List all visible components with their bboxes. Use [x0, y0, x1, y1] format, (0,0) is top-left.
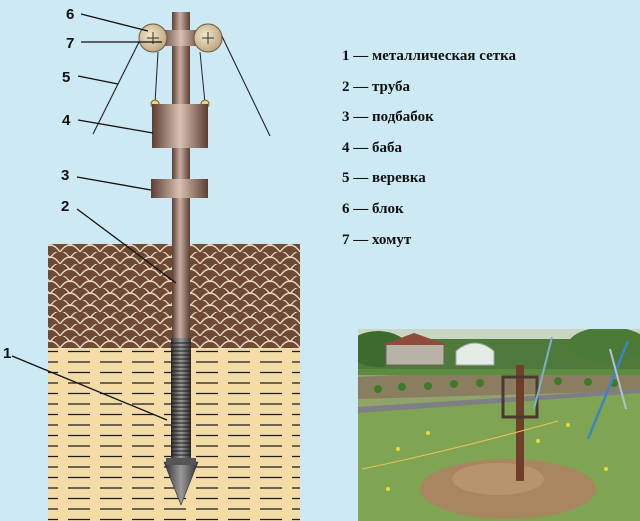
anvil-collar	[151, 179, 208, 198]
leader-6	[80, 13, 149, 32]
mesh-filter-rings	[171, 342, 191, 460]
label-7: 7	[66, 35, 74, 52]
label-3: 3	[61, 167, 69, 184]
garden-photo	[358, 329, 640, 521]
pulley-right	[193, 23, 223, 53]
pipe	[172, 12, 190, 338]
label-5: 5	[62, 69, 70, 86]
leader-1	[11, 355, 168, 421]
rope-left	[92, 27, 147, 135]
tip-collar	[166, 458, 196, 465]
label-2: 2	[61, 198, 69, 215]
legend-item-6: 6 — блок	[342, 200, 404, 217]
legend-item-1: 1 — металлическая сетка	[342, 48, 517, 64]
leader-4	[77, 119, 154, 134]
clamp	[160, 30, 202, 46]
label-6: 6	[66, 6, 74, 23]
legend-item-5: 5 — веревка	[342, 170, 426, 187]
rope-right-inner	[199, 51, 206, 104]
legend-item-3: 3 — подбабок	[342, 109, 434, 126]
leader-3	[76, 176, 152, 191]
legend: 1 — металлическая сетка 2 — труба 3 — по…	[342, 46, 516, 260]
legend-item-2: 2 — труба	[342, 78, 410, 95]
leader-2	[76, 208, 177, 284]
pulley-left	[138, 23, 168, 53]
label-4: 4	[62, 112, 71, 129]
legend-item-7: 7 — хомут	[342, 231, 412, 248]
rope-right	[217, 27, 271, 137]
label-1: 1	[3, 345, 11, 362]
rope-left-inner	[154, 51, 159, 104]
legend-item-4: 4 — баба	[342, 139, 402, 156]
leader-5	[77, 75, 119, 85]
hammer-weight	[152, 104, 208, 148]
